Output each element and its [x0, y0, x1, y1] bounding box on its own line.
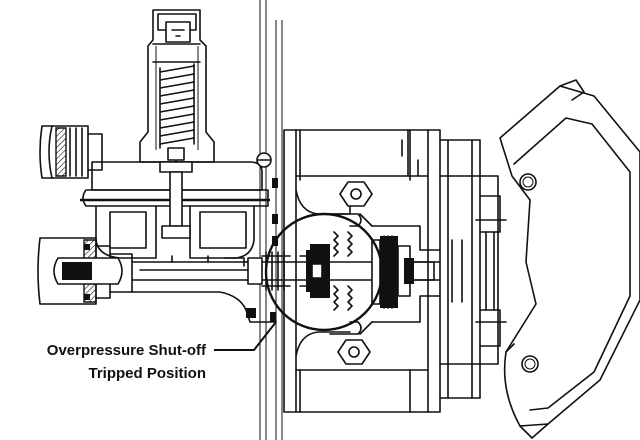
seat-threads	[333, 231, 353, 311]
callout-label-line2: Tripped Position	[88, 365, 206, 382]
coil-spring	[159, 63, 195, 149]
valve-body	[283, 129, 441, 413]
housing-bolt	[256, 152, 272, 168]
o-ring-seals	[84, 178, 278, 300]
hex-nut-lower	[337, 339, 371, 365]
background-guide-lines	[259, 0, 283, 440]
plate-bolt-lower	[521, 355, 539, 373]
hex-nut-upper	[339, 181, 373, 207]
spring-bonnet	[139, 9, 215, 163]
valve-stem	[159, 147, 193, 239]
highlight-circle	[264, 212, 384, 332]
vent-boss	[39, 125, 103, 179]
callout-label-line1: Overpressure Shut-off	[47, 342, 207, 359]
valve-chamber	[329, 213, 441, 335]
callout-leader	[214, 321, 277, 351]
lower-body	[131, 255, 277, 323]
plate-bolt-upper	[519, 173, 537, 191]
mounting-plate	[499, 79, 640, 439]
outlet-flange	[439, 139, 507, 399]
main-valve-disc	[371, 235, 435, 309]
inlet-connection	[37, 237, 251, 305]
shutoff-disc	[299, 244, 330, 298]
